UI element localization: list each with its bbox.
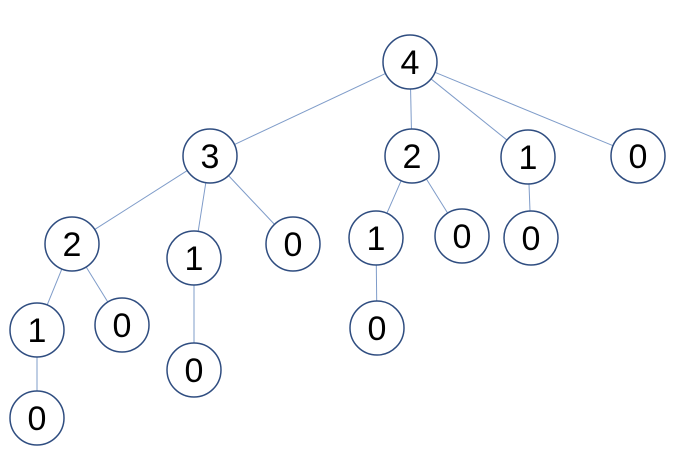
node-label: 0 [453, 218, 472, 256]
tree-node: 1 [348, 210, 404, 266]
node-circle [500, 129, 556, 185]
node-label: 0 [522, 220, 541, 258]
tree-node: 1 [9, 302, 65, 358]
tree-node: 0 [9, 390, 65, 446]
node-circle [9, 390, 65, 446]
node-label: 1 [185, 240, 204, 278]
node-label: 0 [368, 310, 387, 348]
node-circle [265, 216, 321, 272]
node-circle [348, 210, 404, 266]
tree-edge [386, 180, 402, 214]
tree-node: 0 [166, 342, 222, 398]
node-label: 1 [28, 312, 47, 350]
node-circle [44, 216, 100, 272]
node-label: 0 [28, 400, 47, 438]
tree-edge [228, 175, 275, 225]
node-circle [382, 34, 438, 90]
node-label: 0 [185, 352, 204, 390]
node-label: 0 [284, 226, 303, 264]
tree-edge [434, 71, 614, 147]
node-label: 2 [63, 226, 82, 264]
tree-edge [46, 268, 63, 306]
node-circle [384, 128, 440, 184]
node-circle [434, 208, 490, 264]
node-circle [94, 297, 150, 353]
tree-node: 3 [182, 128, 238, 184]
edges-layer [36, 71, 614, 391]
node-label: 4 [401, 44, 420, 82]
tree-node: 0 [265, 216, 321, 272]
tree-edge [425, 178, 449, 214]
nodes-layer: 4 3 2 1 0 2 1 0 1 0 0 1 0 0 0 0 [9, 34, 666, 446]
tree-edge [528, 183, 531, 212]
node-label: 2 [403, 138, 422, 176]
node-circle [349, 300, 405, 356]
tree-edge [410, 88, 412, 130]
tree-node: 2 [44, 216, 100, 272]
node-circle [503, 210, 559, 266]
node-circle [166, 342, 222, 398]
tree-node: 0 [349, 300, 405, 356]
node-label: 1 [519, 139, 538, 177]
node-circle [166, 230, 222, 286]
tree-edge [430, 78, 508, 141]
tree-node: 0 [94, 297, 150, 353]
tree-node: 4 [382, 34, 438, 90]
tree-edge [234, 73, 386, 145]
node-circle [182, 128, 238, 184]
node-label: 3 [201, 138, 220, 176]
tree-node: 0 [434, 208, 490, 264]
tree-node: 1 [500, 129, 556, 185]
tree-node: 0 [503, 210, 559, 266]
node-label: 0 [113, 307, 132, 345]
node-label: 0 [629, 138, 648, 176]
tree-node: 2 [384, 128, 440, 184]
tree-node: 0 [610, 128, 666, 184]
tree-edge [85, 266, 109, 303]
tree-edge [94, 170, 188, 230]
tree-node: 1 [166, 230, 222, 286]
node-circle [610, 128, 666, 184]
node-circle [9, 302, 65, 358]
tree-edge [197, 182, 207, 232]
node-label: 1 [367, 220, 386, 258]
